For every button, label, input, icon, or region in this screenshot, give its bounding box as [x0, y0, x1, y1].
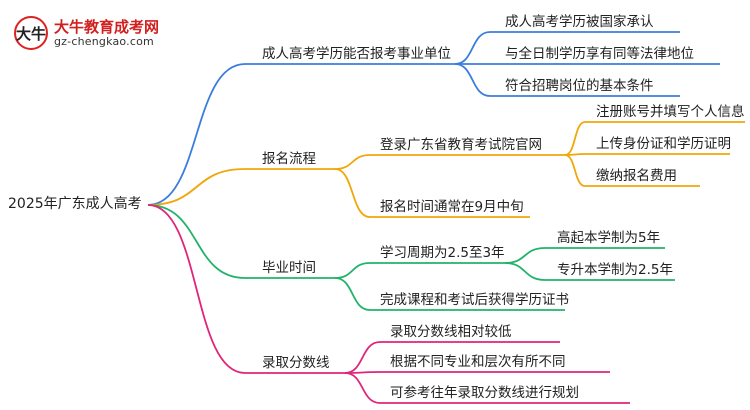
branch-4-label: 录取分数线 — [262, 355, 330, 371]
logo-url: gz-chengkao.com — [54, 35, 154, 48]
branch-3-label: 毕业时间 — [262, 260, 316, 276]
branch-1-child-1: 成人高考学历被国家承认 — [505, 14, 654, 30]
branch-3-grandchild-1: 高起本学制为5年 — [557, 230, 661, 246]
branch-4-child-3-connector — [344, 372, 381, 404]
branch-3-child-1-connector — [334, 262, 371, 279]
branch-4-child-2: 根据不同专业和层次有所不同 — [390, 354, 566, 370]
branch-1-connector — [147, 63, 246, 206]
branch-3-child-2-connector — [334, 277, 371, 311]
logo-title: 大牛教育成考网 — [54, 18, 160, 36]
branch-2-child-2-connector — [334, 168, 371, 218]
mindmap-root: 2025年广东成人高考 — [8, 196, 142, 212]
branch-2-grandchild-1-connector — [564, 121, 586, 156]
branch-4-child-1: 录取分数线相对较低 — [390, 324, 512, 340]
branch-3-connector — [147, 204, 246, 279]
branch-2-grandchild-2: 上传身份证和学历证明 — [596, 136, 731, 152]
logo-badge-icon: 大牛 — [14, 16, 48, 50]
branch-3-grandchild-2: 专升本学制为2.5年 — [557, 262, 673, 278]
branch-2-grandchild-1: 注册账号并填写个人信息 — [596, 104, 745, 120]
branch-1-child-3-connector — [454, 63, 491, 97]
branch-4-child-3: 可参考往年录取分数线进行规划 — [390, 385, 579, 401]
branch-1-label: 成人高考学历能否报考事业单位 — [262, 46, 451, 62]
branch-2-grandchild-3: 缴纳报名费用 — [596, 168, 677, 184]
branch-1-child-2: 与全日制学历享有同等法律地位 — [505, 46, 694, 62]
branch-2-child-2: 报名时间通常在9月中旬 — [380, 199, 524, 215]
branch-2-child-1-connector — [334, 154, 371, 170]
branch-1-child-1-connector — [454, 31, 491, 65]
branch-3-child-2: 完成课程和考试后获得学历证书 — [380, 292, 569, 308]
branch-3-grandchild-1-connector — [504, 247, 546, 264]
branch-4-child-1-connector — [344, 341, 381, 374]
branch-4-child-2-connector — [344, 371, 381, 374]
branch-2-child-1: 登录广东省教育考试院官网 — [380, 137, 542, 153]
site-logo: 大牛 大牛教育成考网 gz-chengkao.com — [14, 14, 194, 52]
branch-2-grandchild-3-connector — [564, 154, 586, 187]
branch-2-label: 报名流程 — [262, 151, 316, 167]
branch-3-grandchild-2-connector — [504, 262, 546, 281]
branch-3-child-1: 学习周期为2.5至3年 — [380, 245, 505, 261]
branch-1-child-3: 符合招聘岗位的基本条件 — [505, 78, 654, 94]
branch-2-grandchild-2-connector — [564, 153, 586, 156]
branch-2-connector — [147, 168, 246, 206]
branch-4-connector — [147, 204, 246, 374]
